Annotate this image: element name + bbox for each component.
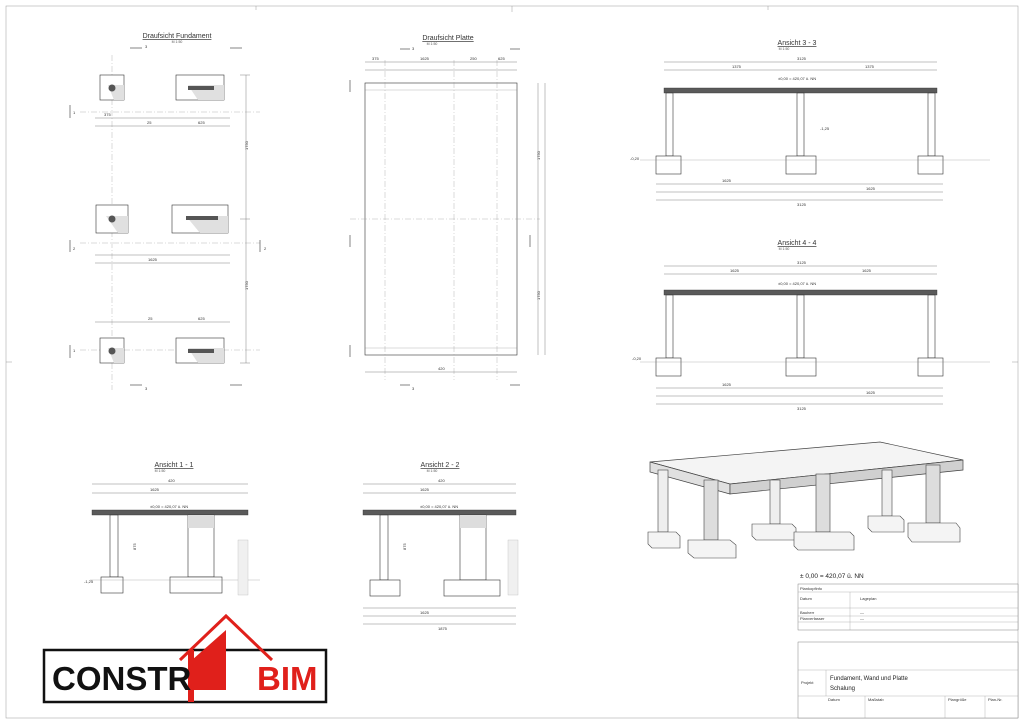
title-block: Projekt Fundament, Wand und Platte Schal… xyxy=(797,641,1019,719)
view-plan-slab: Draufsicht Platte M 1:50 375 1625 250 62… xyxy=(349,35,546,391)
svg-text:625: 625 xyxy=(498,56,505,61)
view-scale: M 1:50 xyxy=(427,469,438,473)
svg-text:1625: 1625 xyxy=(420,487,430,492)
view-title: Ansicht 1 - 1 xyxy=(155,462,194,469)
svg-text:420: 420 xyxy=(438,366,445,371)
svg-text:Plankopfinfo: Plankopfinfo xyxy=(800,586,823,591)
axis-mark: 1 xyxy=(73,110,76,115)
svg-text:375: 375 xyxy=(104,112,111,117)
view-scale: M 1:50 xyxy=(779,247,790,251)
svg-text:1375: 1375 xyxy=(732,64,742,69)
svg-text:1625: 1625 xyxy=(722,178,732,183)
svg-text:±0,00 = 420,07 ü. NN: ±0,00 = 420,07 ü. NN xyxy=(420,504,458,509)
svg-text:625: 625 xyxy=(198,120,205,125)
axis-mark: 1 xyxy=(73,348,76,353)
project-label: Projekt xyxy=(801,680,814,685)
svg-text:1625: 1625 xyxy=(730,268,740,273)
svg-text:1625: 1625 xyxy=(866,390,876,395)
view-section-2: Ansicht 2 - 2 M 1:50 420 1625 ±0,00 = 42… xyxy=(362,462,519,631)
constrbim-logo: CONSTR BIM xyxy=(42,613,328,704)
view-scale: M 1:50 xyxy=(155,469,166,473)
svg-text:-0,20: -0,20 xyxy=(632,356,642,361)
view-section-3: Ansicht 3 - 3 M 1:50 3125 1375 1375 ±0,0… xyxy=(630,40,990,207)
svg-text:±0,00 = 420,07 ü. NN: ±0,00 = 420,07 ü. NN xyxy=(778,76,816,81)
svg-text:Plan-Nr.: Plan-Nr. xyxy=(988,697,1002,702)
svg-text:875: 875 xyxy=(132,543,137,550)
axis-mark: 3 xyxy=(145,386,148,391)
svg-text:25: 25 xyxy=(147,120,152,125)
svg-text:875: 875 xyxy=(402,543,407,550)
axis-mark: 3 xyxy=(145,44,148,49)
svg-text:Plangröße: Plangröße xyxy=(948,697,967,702)
svg-text:1375: 1375 xyxy=(865,64,875,69)
view-3d-isometric xyxy=(647,441,964,559)
svg-text:1875: 1875 xyxy=(438,626,448,631)
svg-text:Planverfasser: Planverfasser xyxy=(800,616,825,621)
svg-text:1625: 1625 xyxy=(420,610,430,615)
svg-text:±0,00 = 420,07 ü. NN: ±0,00 = 420,07 ü. NN xyxy=(150,504,188,509)
svg-text:1750: 1750 xyxy=(536,150,541,160)
svg-text:420: 420 xyxy=(438,478,445,483)
logo-text-right: BIM xyxy=(257,660,318,697)
svg-text:3125: 3125 xyxy=(797,56,807,61)
view-title: Ansicht 2 - 2 xyxy=(421,462,460,469)
svg-text:—: — xyxy=(860,616,864,621)
view-section-1: Ansicht 1 - 1 M 1:50 420 1625 ±0,00 = 42… xyxy=(84,462,260,596)
axis-mark: 2 xyxy=(73,246,76,251)
view-title: Ansicht 4 - 4 xyxy=(778,240,817,247)
view-scale: M 1:50 xyxy=(779,47,790,51)
svg-text:250: 250 xyxy=(470,56,477,61)
svg-text:3125: 3125 xyxy=(797,260,807,265)
svg-text:Bauherr: Bauherr xyxy=(800,610,815,615)
svg-text:Maßstab: Maßstab xyxy=(868,697,884,702)
view-title: Draufsicht Fundament xyxy=(143,33,212,40)
project-name: Fundament, Wand und Platte xyxy=(830,676,908,682)
level-reference: ± 0,00 = 420,07 ü. NN xyxy=(800,573,864,580)
svg-text:420: 420 xyxy=(168,478,175,483)
svg-text:1625: 1625 xyxy=(862,268,872,273)
svg-text:3: 3 xyxy=(412,386,415,391)
svg-text:25: 25 xyxy=(148,316,153,321)
svg-text:3125: 3125 xyxy=(797,406,807,411)
svg-text:1625: 1625 xyxy=(866,186,876,191)
project-subject: Schalung xyxy=(830,686,855,692)
axis-mark: 2 xyxy=(264,246,267,251)
svg-text:—: — xyxy=(860,610,864,615)
svg-text:Lageplan: Lageplan xyxy=(860,596,876,601)
svg-text:375: 375 xyxy=(372,56,379,61)
svg-text:625: 625 xyxy=(198,316,205,321)
view-title: Draufsicht Platte xyxy=(422,35,473,42)
info-table: Plankopfinfo Datum Lageplan Bauherr — Pl… xyxy=(797,583,1019,631)
view-plan-foundation: Draufsicht Fundament M 1:50 1 2 2 1 3 3 xyxy=(69,33,267,391)
svg-text:1625: 1625 xyxy=(148,257,158,262)
svg-text:1625: 1625 xyxy=(150,487,160,492)
svg-text:Datum: Datum xyxy=(800,596,812,601)
svg-text:±0,00 = 420,07 ü. NN: ±0,00 = 420,07 ü. NN xyxy=(778,281,816,286)
svg-text:-1,25: -1,25 xyxy=(820,126,830,131)
svg-text:-1,25: -1,25 xyxy=(84,579,94,584)
view-section-4: Ansicht 4 - 4 M 1:50 3125 1625 1625 ±0,0… xyxy=(632,240,990,411)
svg-text:1750: 1750 xyxy=(244,140,249,150)
svg-text:1625: 1625 xyxy=(420,56,430,61)
logo-text-left: CONSTR xyxy=(52,660,192,697)
view-title: Ansicht 3 - 3 xyxy=(778,40,817,47)
svg-text:-0,20: -0,20 xyxy=(630,156,640,161)
svg-text:1750: 1750 xyxy=(536,290,541,300)
svg-text:1625: 1625 xyxy=(722,382,732,387)
view-scale: M 1:50 xyxy=(427,42,438,46)
svg-text:3125: 3125 xyxy=(797,202,807,207)
svg-text:Datum: Datum xyxy=(828,697,840,702)
view-scale: M 1:50 xyxy=(172,40,183,44)
svg-text:1750: 1750 xyxy=(244,280,249,290)
svg-text:3: 3 xyxy=(412,46,415,51)
